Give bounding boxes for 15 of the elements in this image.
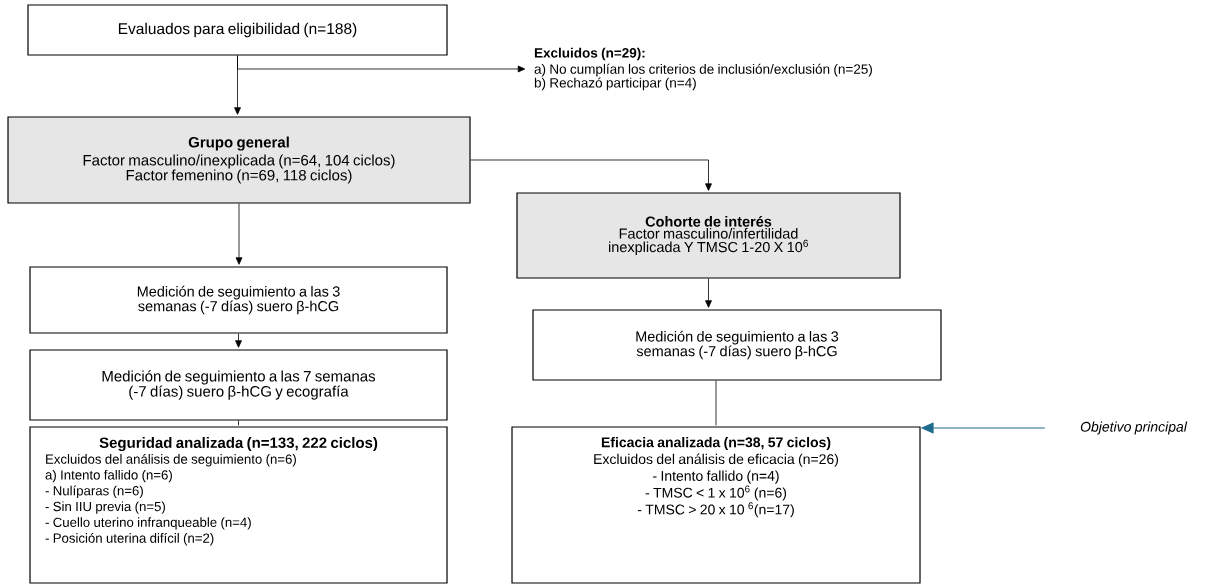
- process-box: Medición de seguimiento a las 7 semanas (-7 días) suero β-hCG y ecografía: [29, 349, 448, 421]
- arrow: [705, 278, 712, 308]
- cohort-box: Cohorte de interés Factor masculino/infertilidad inexplicada Y TMSC 1-20 X 10$^{6}$: [516, 192, 901, 279]
- exclusion-note: Excluidos (n=29): a) No cumplían los criterios de inclusión/exclusión (n=25) b) Rechazó participar (n=4): [534, 47, 872, 91]
- goal-label: Objetivo principal: [1080, 421, 1188, 435]
- group-box: Grupo general Factor masculino/inexplicada (n=64, 104 ciclos) Factor femenino (n=69, 118 ciclos): [7, 116, 471, 204]
- process-box: Medición de seguimiento a las 3 semanas (-7 días) suero β-hCG: [29, 266, 448, 334]
- process-box: Evaluados para eligibilidad (n=188): [27, 4, 448, 56]
- arrow: [470, 159, 712, 191]
- analysis-box: Eficacia analizada (n=38, 57 ciclos) Excluidos del análisis de eficacia (n=26) - Intento fallido (n=4) - TMSC < 1 x 10$^{6}$ (n=6) - TMSC > 20 x 10 $^{6}$(n=17): [511, 426, 921, 584]
- arrow: [234, 55, 241, 115]
- process-box: Medición de seguimiento a las 3 semanas (-7 días) suero β-hCG: [532, 309, 942, 381]
- arrow: [235, 333, 242, 348]
- arrow: [235, 203, 243, 265]
- analysis-box: Seguridad analizada (n=133, 222 ciclos) Excluidos del análisis de seguimiento (n=6) a) Intento fallido (n=6) - Nulíparas (n=6) - Sin IIU previa (n=5) - Cuello uterino infranqueable (n=4) - Posición uterina difícil (n=2): [29, 426, 448, 584]
